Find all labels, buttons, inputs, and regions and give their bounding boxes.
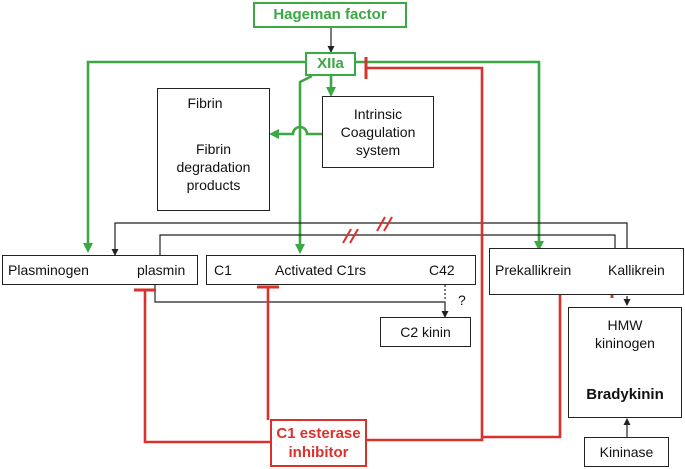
break-mark-4 bbox=[383, 216, 393, 232]
plasmin-label: plasmin bbox=[137, 262, 186, 278]
edge-xiia-prekallikrein bbox=[355, 60, 544, 251]
hmw-line-1: HMW bbox=[607, 317, 643, 333]
intrinsic-line-2: Coagulation bbox=[340, 124, 416, 140]
activated-c1rs-label: Activated C1rs bbox=[275, 262, 367, 278]
c1-esterase-inhibitor-box: C1 esterase inhibitor bbox=[270, 419, 367, 467]
question-mark: ? bbox=[458, 292, 466, 308]
edge-plasmin-kallikrein bbox=[159, 234, 619, 257]
intrinsic-line-1: Intrinsic bbox=[353, 106, 403, 122]
hageman-factor-label: Hageman factor bbox=[273, 6, 387, 23]
intrinsic-coagulation-box: Intrinsic Coagulation system bbox=[322, 96, 434, 168]
c1-label: C1 bbox=[214, 262, 232, 278]
kallikrein-row-box bbox=[489, 248, 684, 295]
edge-xiia-plasminogen bbox=[83, 60, 305, 253]
hageman-factor-box: Hageman factor bbox=[253, 2, 407, 28]
inhibitor-line-1: C1 esterase bbox=[276, 425, 361, 442]
fdp-line-2: degradation bbox=[176, 159, 251, 175]
prekallikrein-label: Prekallikrein bbox=[495, 262, 572, 278]
fdp-line-3: products bbox=[186, 177, 241, 193]
fdp-line-1: Fibrin bbox=[195, 141, 231, 157]
kallikrein-label: Kallikrein bbox=[608, 262, 665, 278]
plasminogen-row-box bbox=[2, 255, 198, 285]
hmw-line-2: kininogen bbox=[595, 335, 655, 351]
c2-kinin-box: C2 kinin bbox=[380, 317, 471, 347]
hmw-kininogen-label: HMW kininogen bbox=[568, 316, 682, 352]
xiia-label: XIIa bbox=[317, 55, 344, 72]
break-mark-2 bbox=[349, 228, 359, 244]
xiia-box: XIIa bbox=[305, 52, 356, 76]
edge-kallikrein-plasminogen bbox=[111, 222, 628, 258]
hmw-bradykinin-box bbox=[568, 307, 682, 418]
intrinsic-line-3: system bbox=[355, 142, 401, 158]
kininase-label: Kininase bbox=[599, 444, 654, 460]
c42-label: C42 bbox=[429, 262, 455, 278]
bradykinin-label: Bradykinin bbox=[586, 386, 664, 403]
fibrin-label: Fibrin bbox=[187, 95, 223, 111]
kininase-box: Kininase bbox=[584, 437, 669, 467]
fdp-label: Fibrin degradation products bbox=[163, 140, 264, 194]
edge-plasmin-c2kinin bbox=[154, 285, 449, 318]
inhibit-xiia bbox=[365, 66, 484, 442]
inhibitor-line-2: inhibitor bbox=[288, 444, 349, 461]
c2-kinin-label: C2 kinin bbox=[400, 324, 451, 340]
break-mark-3 bbox=[376, 216, 386, 232]
fibrin-box bbox=[157, 88, 270, 211]
edge-intrinsic-fibrin bbox=[269, 125, 322, 139]
inhibit-plasmin bbox=[143, 290, 271, 444]
plasminogen-label: Plasminogen bbox=[8, 262, 89, 278]
complement-row-box bbox=[206, 255, 476, 285]
break-mark-1 bbox=[342, 228, 352, 244]
edge-xiia-activated-c1rs bbox=[295, 74, 313, 254]
